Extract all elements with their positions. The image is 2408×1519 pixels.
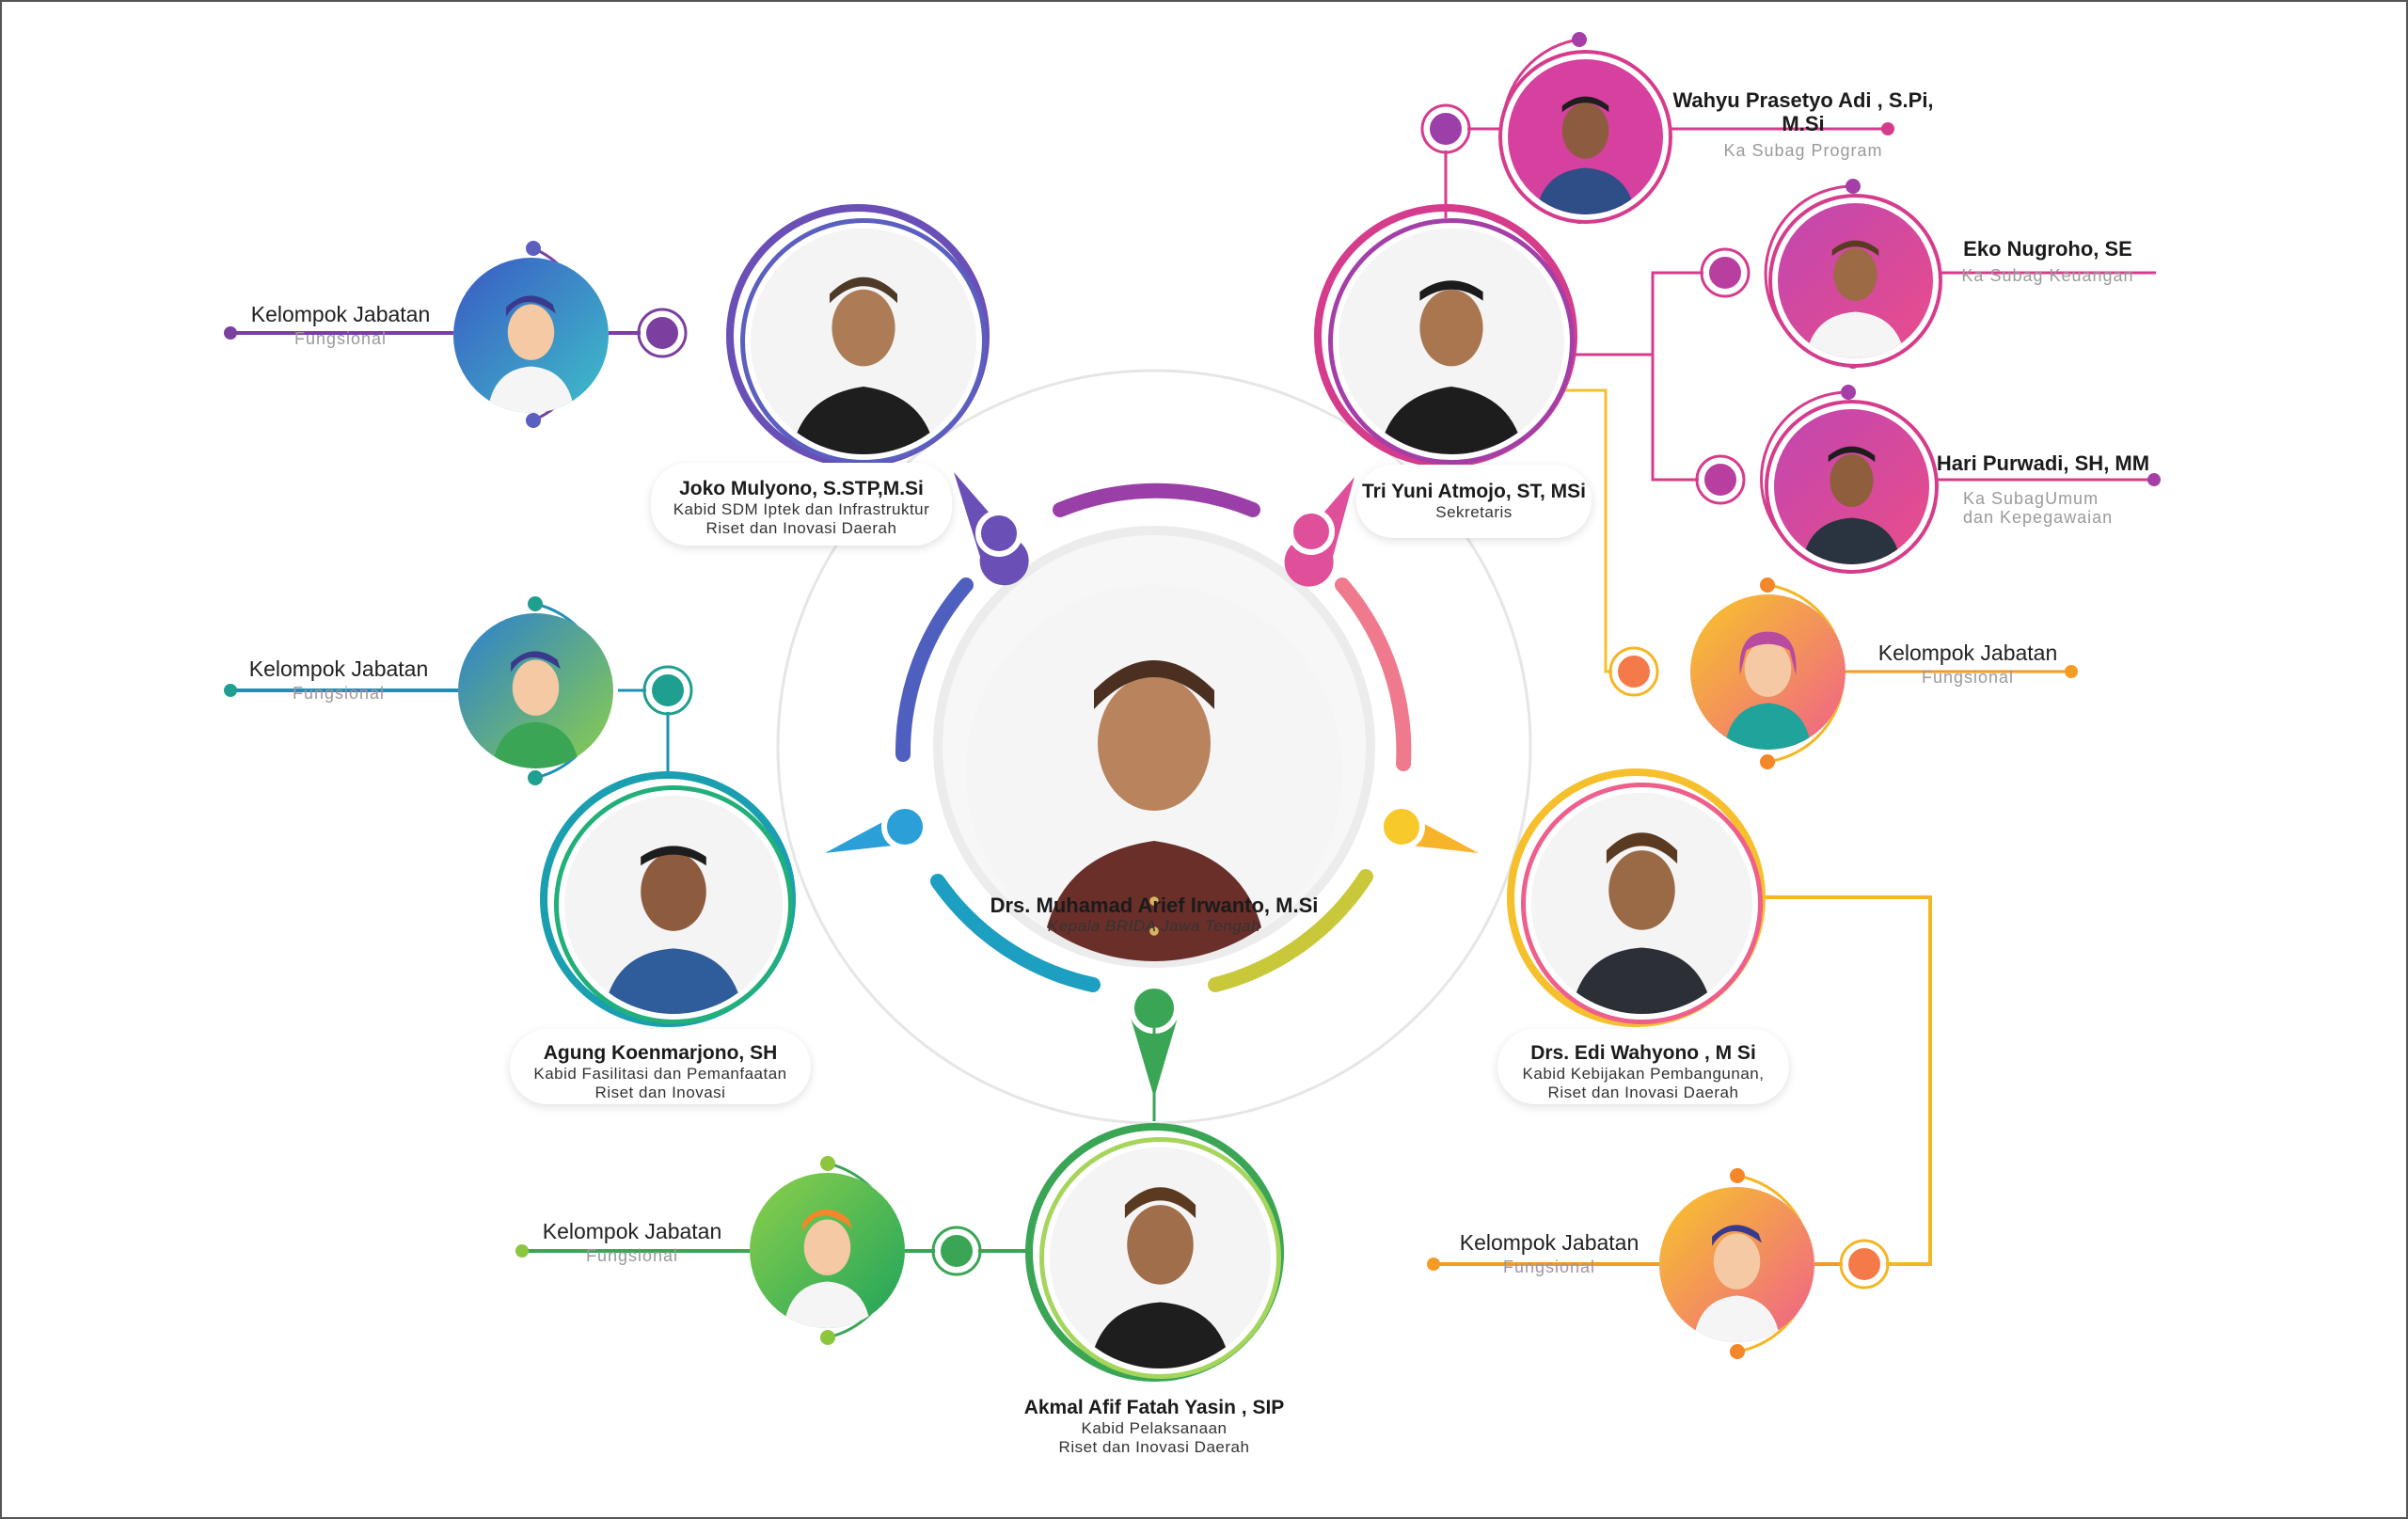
eko-name: Eko Nugroho, SE (1963, 237, 2132, 261)
akmal-label: Akmal Afif Fatah Yasin , SIP Kabid Pelak… (999, 1396, 1309, 1457)
kj2-label: Kelompok Jabatan Fungsional (1860, 640, 2076, 688)
kj1-label: Kelompok Jabatan Fungsional (232, 301, 449, 350)
joko-pill (651, 463, 952, 546)
kj1-avatar (453, 258, 609, 413)
wahyu-photo (1502, 54, 1669, 220)
agung-photo (559, 790, 788, 1020)
kj4-sub: Fungsional (1502, 1258, 1596, 1276)
edi-ring (1507, 768, 1766, 1027)
wahyu-label: Wahyu Prasetyo Adi , S.Pi, M.Si Ka Subag… (1653, 88, 1954, 160)
joko-label: Joko Mulyono, S.STP,M.Si Kabid SDM Iptek… (651, 477, 952, 538)
tri-name: Tri Yuni Atmojo, ST, MSi (1361, 481, 1587, 502)
kj5-title: Kelompok Jabatan (542, 1219, 722, 1243)
tri-pill (1356, 465, 1592, 538)
joko-role-1: Kabid SDM Iptek dan Infrastruktur (673, 500, 930, 518)
center-label: Drs. Muhamad Arief Irwanto, M.Si Kepala … (966, 894, 1342, 936)
agung-label: Agung Koenmarjono, SH Kabid Fasilitasi d… (510, 1041, 811, 1102)
edi-role-1: Kabid Kebijakan Pembangunan, (1522, 1065, 1765, 1083)
kj3-label: Kelompok Jabatan Fungsional (230, 656, 447, 704)
edi-name: Drs. Edi Wahyono , M Si (1530, 1042, 1756, 1064)
joko-name: Joko Mulyono, S.STP,M.Si (679, 478, 924, 499)
akmal-role-1: Kabid Pelaksanaan (1081, 1419, 1228, 1437)
joko-photo (745, 223, 982, 460)
center-name: Drs. Muhamad Arief Irwanto, M.Si (990, 894, 1319, 917)
kj2-title: Kelompok Jabatan (1877, 641, 2058, 665)
hari-role-1: Ka SubagUmum (1963, 489, 2099, 508)
akmal-ring (1025, 1123, 1284, 1382)
joko-role-2: Riset dan Inovasi Daerah (705, 519, 897, 537)
akmal-photo (1044, 1142, 1276, 1374)
edi-role-2: Riset dan Inovasi Daerah (1547, 1084, 1739, 1101)
center-role: Kepala BRIDA Jawa Tengah (1047, 917, 1261, 935)
kj2-avatar (1690, 594, 1846, 750)
tri-ring (1314, 204, 1577, 467)
kj3-sub: Fungsional (292, 684, 386, 703)
kj1-sub: Fungsional (293, 329, 388, 348)
hari-role-2: dan Kepegawaian (1963, 508, 2114, 527)
edi-label: Drs. Edi Wahyono , M Si Kabid Kebijakan … (1497, 1041, 1789, 1102)
agung-role-1: Kabid Fasilitasi dan Pemanfaatan (533, 1065, 787, 1083)
agung-name: Agung Koenmarjono, SH (543, 1042, 778, 1064)
wahyu-role: Ka Subag Program (1723, 141, 1883, 160)
eko-photo (1772, 198, 1939, 364)
wahyu-name: Wahyu Prasetyo Adi , S.Pi, M.Si (1672, 88, 1934, 135)
edi-photo (1526, 787, 1758, 1020)
akmal-name: Akmal Afif Fatah Yasin , SIP (1023, 1397, 1285, 1418)
kj5-label: Kelompok Jabatan Fungsional (524, 1218, 740, 1267)
agung-ring (540, 771, 796, 1027)
kj3-title: Kelompok Jabatan (248, 657, 429, 681)
hari-role-block: Ka SubagUmum dan Kepegawaian (1921, 489, 2156, 527)
eko-label: Eko Nugroho, SE Ka Subag Keuangan (1935, 237, 2161, 285)
tri-label: Tri Yuni Atmojo, ST, MSi Sekretaris (1356, 480, 1592, 522)
kj5-avatar (750, 1173, 905, 1328)
kj5-sub: Fungsional (585, 1246, 679, 1265)
hari-photo (1768, 403, 1935, 570)
kj4-label: Kelompok Jabatan Fungsional (1441, 1229, 1657, 1278)
center-photo (966, 585, 1342, 961)
kj2-sub: Fungsional (1921, 668, 2015, 687)
eko-role: Ka Subag Keuangan (1961, 266, 2134, 285)
agung-role-2: Riset dan Inovasi (594, 1084, 726, 1101)
kj4-avatar (1659, 1187, 1814, 1342)
kj3-avatar (458, 613, 613, 768)
akmal-role-2: Riset dan Inovasi Daerah (1058, 1438, 1250, 1456)
tri-role: Sekretaris (1435, 503, 1513, 521)
kj1-title: Kelompok Jabatan (250, 302, 431, 326)
edi-pill (1497, 1029, 1789, 1104)
kj4-title: Kelompok Jabatan (1459, 1230, 1640, 1255)
agung-pill (510, 1029, 811, 1104)
hari-name: Hari Purwadi, SH, MM (1936, 451, 2150, 475)
tri-photo (1333, 223, 1570, 460)
hari-label: Hari Purwadi, SH, MM (1930, 451, 2156, 475)
